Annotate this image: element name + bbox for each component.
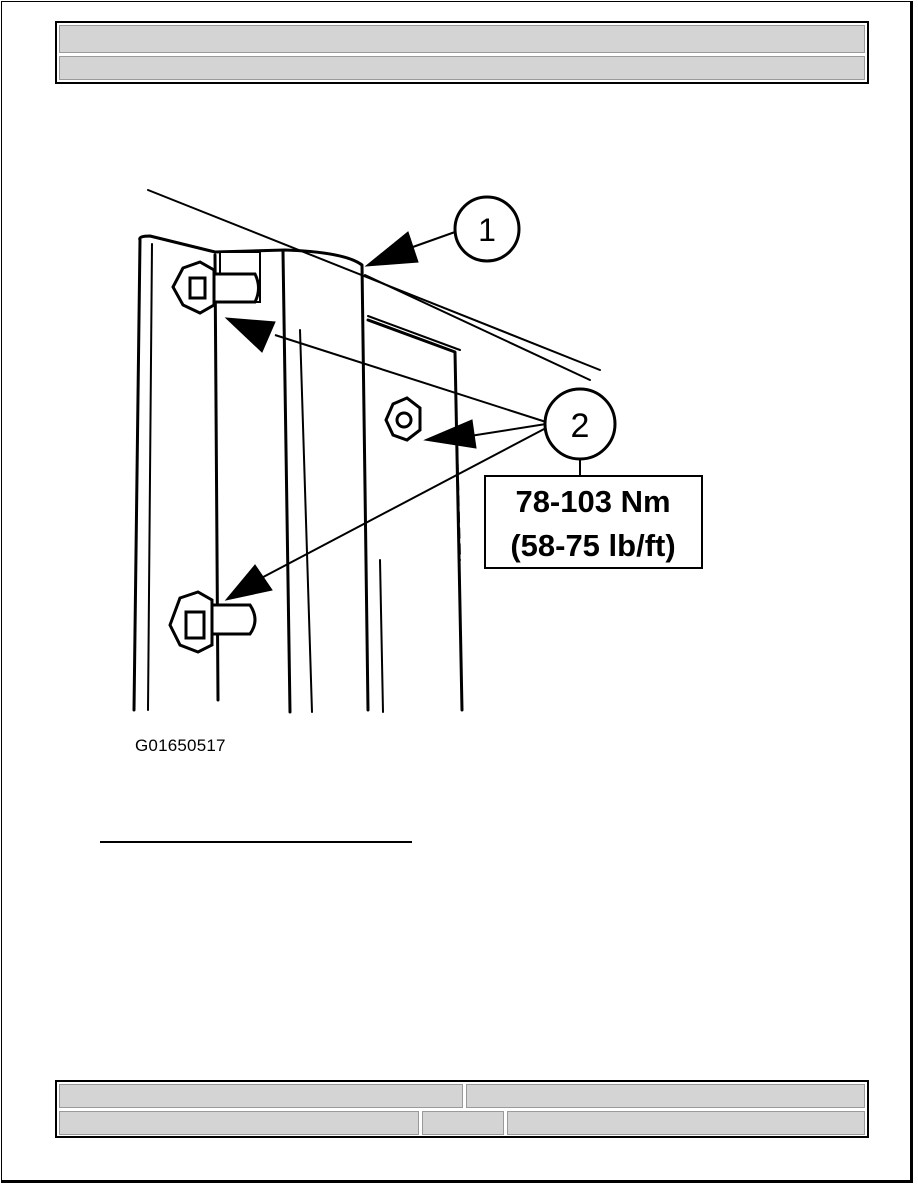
leader-line-2a [274,334,547,423]
callout-1-label: 1 [478,212,496,248]
footer-left-top [59,1084,463,1108]
bracket-mid-line [281,250,292,714]
bolt-torque-illustration: 1 2 78-103 Nm (58-75 lb/ft) [132,189,703,714]
footer-right-top [466,1084,865,1108]
arrowhead-2a [224,317,276,353]
leader-line-2b [469,423,547,437]
header-subtitle [59,56,865,80]
leader-line-1 [409,231,456,249]
bracket-left-inner [147,243,153,711]
page-footer [55,1080,869,1138]
torque-spec-metric: 78-103 Nm [515,484,670,519]
bracket-rear-inner [379,559,384,713]
footer-right-bottom [507,1111,865,1135]
middle-nut [384,396,422,442]
lower-bolt [168,590,257,654]
callout-2 [543,387,617,461]
bracket-rear-panel [366,318,464,712]
callout-2-label: 2 [571,407,590,445]
page-header [55,21,869,84]
header-title [59,25,865,53]
section-divider [100,841,412,843]
arrowhead-2b [423,419,477,449]
arrowhead-1 [364,231,419,267]
upper-bolt [171,251,261,315]
footer-left-bottom [59,1111,419,1135]
frame-inner-edge [364,274,591,381]
leader-line-2c [247,427,547,586]
bracket-second-line [299,329,313,713]
arrowhead-2c [224,564,273,601]
bracket-left-edge [132,238,142,712]
torque-spec-imperial: (58-75 lb/ft) [510,528,675,563]
figure-caption: G01650517 [135,736,226,755]
callout-1 [453,195,521,263]
bracket-outline [138,234,370,712]
footer-middle-bottom [422,1111,504,1135]
torque-spec-box [484,475,703,569]
bracket-rear-panel-top [367,315,461,351]
